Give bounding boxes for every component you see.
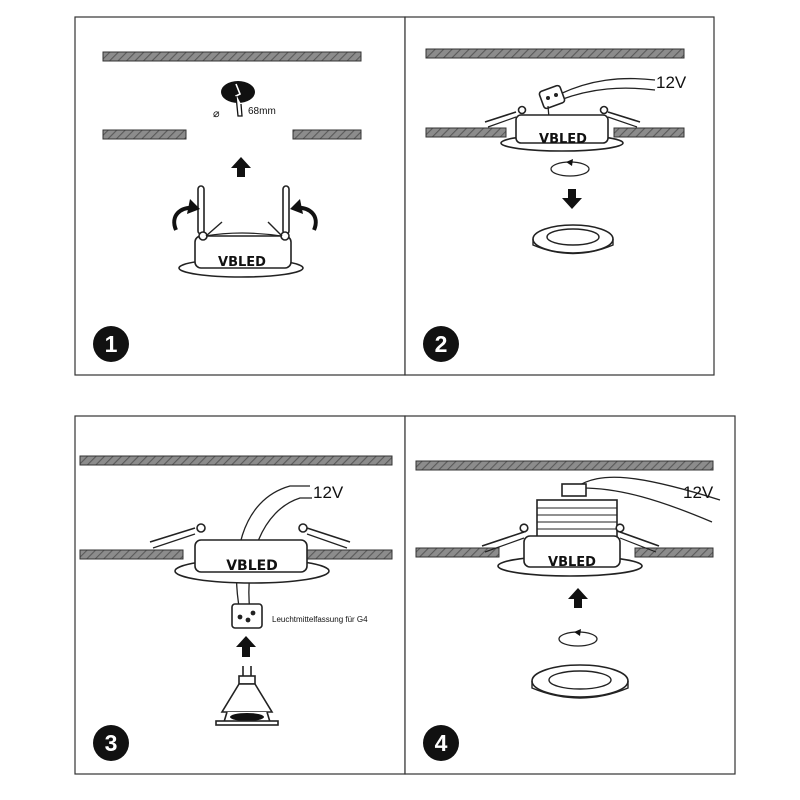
g4-socket xyxy=(231,603,263,629)
panel-frame xyxy=(74,16,406,376)
step-number: 1 xyxy=(105,331,118,357)
step-number: 2 xyxy=(435,331,448,357)
step-number: 3 xyxy=(105,730,118,756)
panel-step-3: 12V VBLED Leuchtmittelfassung für G4 xyxy=(74,415,406,775)
step-badge: 4 xyxy=(423,725,459,761)
drill-icon xyxy=(221,81,255,117)
cable xyxy=(235,485,310,613)
ceiling-lower-left xyxy=(425,127,507,138)
step-badge: 3 xyxy=(93,725,129,761)
lamp-housing: VBLED xyxy=(149,523,351,584)
step-badge: 2 xyxy=(423,326,459,362)
voltage-label: 12V xyxy=(683,483,714,502)
brand-label: VBLED xyxy=(226,558,278,574)
ceiling-lower-right xyxy=(301,549,393,560)
up-arrow-icon xyxy=(231,157,251,177)
ceiling-lower-right xyxy=(292,129,362,140)
rotate-arrow-icon xyxy=(290,199,318,231)
spring-clip-right xyxy=(267,185,290,241)
step-number: 4 xyxy=(435,730,448,756)
ceiling-lower-right xyxy=(634,547,714,558)
voltage-label: 12V xyxy=(656,73,687,92)
panel-frame xyxy=(404,16,715,376)
down-arrow-icon xyxy=(562,189,582,209)
ceiling-upper xyxy=(425,48,685,59)
heatsink xyxy=(536,483,618,539)
ceiling-lower-left xyxy=(415,547,500,558)
panel-step-2: 12V VBLED xyxy=(404,16,715,376)
socket-connector xyxy=(538,84,566,119)
ceiling-lower-right xyxy=(613,127,685,138)
cable xyxy=(248,497,312,613)
cable xyxy=(559,77,656,95)
panel-step-4: 12V VBLED xyxy=(404,415,736,775)
rotate-arrow-icon xyxy=(172,199,200,231)
ceiling-lower-left xyxy=(102,129,187,140)
rotate-cycle-icon xyxy=(558,629,598,647)
hole-diameter-symbol: ⌀ xyxy=(213,108,220,120)
panel-frame xyxy=(404,415,736,775)
hole-size-label: 68mm xyxy=(248,106,276,117)
cable xyxy=(574,476,721,501)
rotate-cycle-icon xyxy=(550,159,590,177)
ceiling-upper xyxy=(79,455,393,466)
trim-ring xyxy=(531,664,629,699)
voltage-label: 12V xyxy=(313,483,344,502)
ceiling-lower-left xyxy=(79,549,184,560)
led-bulb xyxy=(215,666,279,726)
up-arrow-icon xyxy=(568,588,588,608)
brand-label: VBLED xyxy=(539,132,587,147)
lamp-housing: VBLED xyxy=(178,232,304,278)
step-badge: 1 xyxy=(93,326,129,362)
ceiling-upper xyxy=(102,51,362,62)
brand-label: VBLED xyxy=(548,555,596,570)
trim-ring xyxy=(532,224,614,255)
up-arrow-icon xyxy=(236,636,256,657)
lamp-housing: VBLED xyxy=(481,523,660,577)
brand-label: VBLED xyxy=(218,255,266,270)
socket-label: Leuchtmittelfassung für G4 xyxy=(272,615,368,624)
ceiling-upper xyxy=(415,460,714,471)
cable xyxy=(581,487,713,523)
lamp-housing: VBLED xyxy=(484,105,641,152)
cable xyxy=(559,87,656,101)
spring-clip-left xyxy=(197,185,223,241)
panel-step-1: ⌀ 68mm VBLED xyxy=(74,16,406,376)
